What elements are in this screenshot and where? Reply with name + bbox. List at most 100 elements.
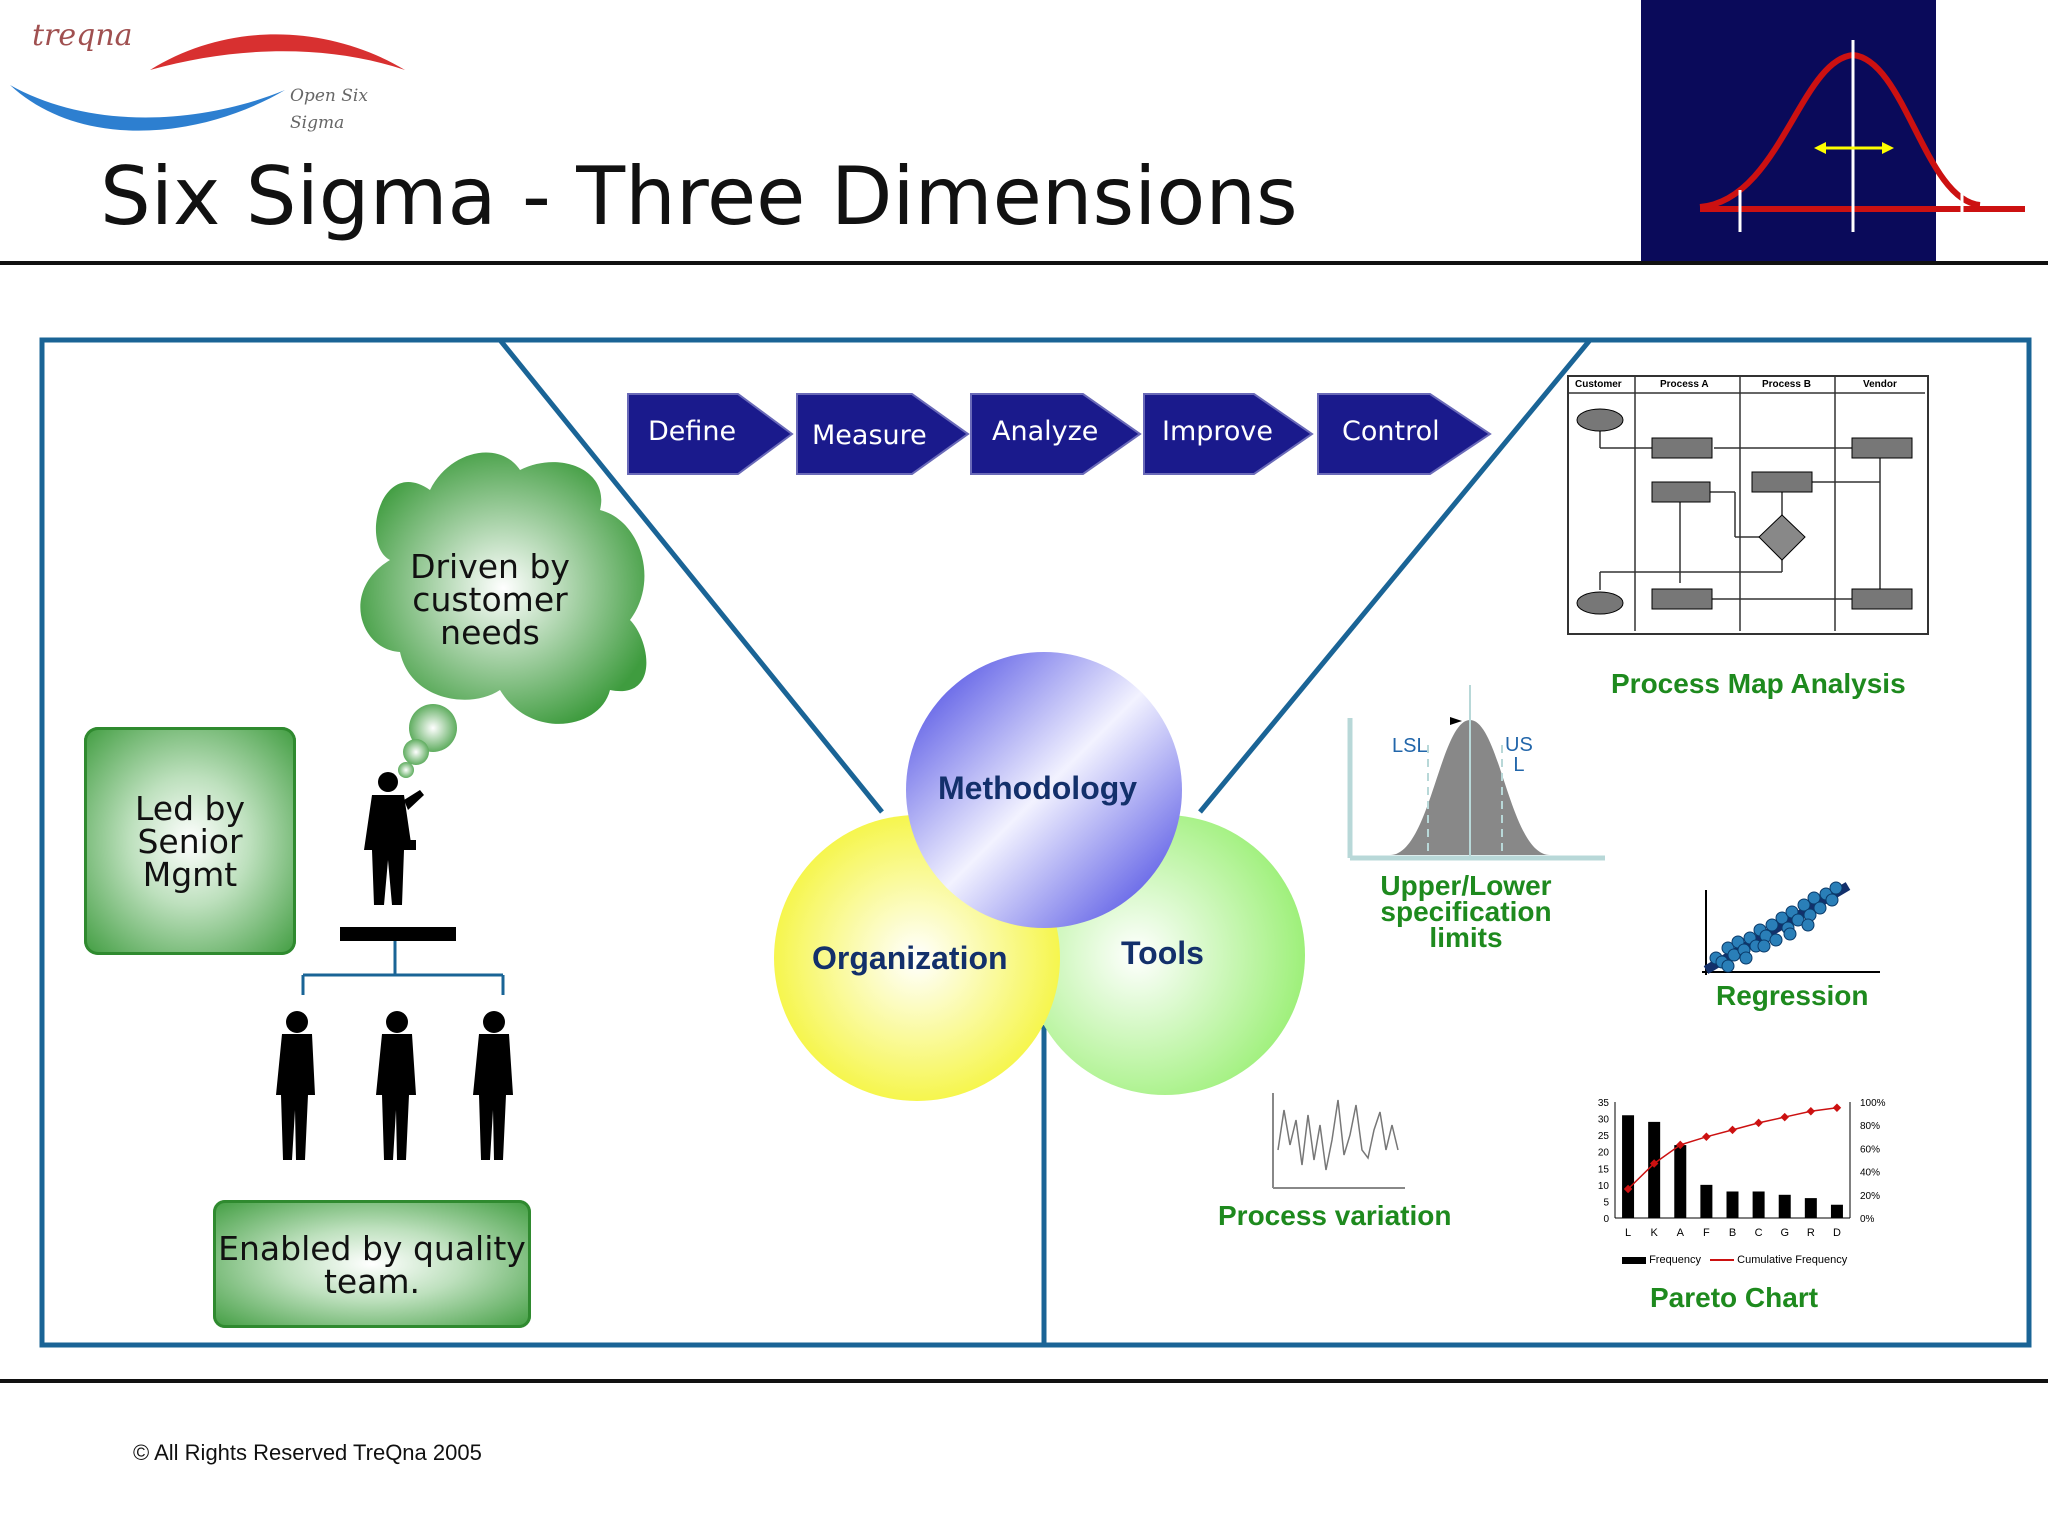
logo-tagline-2: Sigma [290,113,345,133]
pareto-y-tick: 0 [1603,1214,1609,1225]
pareto-bar [1726,1191,1739,1218]
enabled-by-box [213,1200,531,1328]
step-measure-shape [796,393,970,475]
legend-cumulative-swatch [1710,1259,1735,1262]
pareto-y-tick: 5 [1603,1197,1609,1208]
pareto-cumulative-point [1702,1132,1711,1142]
legend-frequency-swatch [1622,1256,1646,1264]
footer-rule [0,1379,2048,1383]
pareto-y2-tick: 0% [1860,1214,1875,1225]
pareto-cumulative-point [1649,1159,1659,1168]
spec-line-1: Upper/Lower [1380,870,1552,901]
led-line-3: Mgmt [142,855,238,894]
pareto-y-tick: 30 [1598,1115,1610,1126]
venn-diagram [774,652,1305,1101]
pareto-bar [1648,1121,1661,1218]
process-map-header-process-b: Process B [1762,379,1811,390]
org-tree-lines [301,941,505,995]
pareto-y2-tick: 60% [1860,1144,1880,1155]
pareto-bar [1674,1145,1687,1218]
pareto-y2-tick: 20% [1860,1191,1880,1202]
team-member-icon-1 [276,1011,315,1160]
process-variation-chart [1272,1093,1405,1189]
page-title: Six Sigma - Three Dimensions [100,150,1298,243]
team-member-icon-2 [376,1011,416,1160]
process-map-drawing [1567,377,1925,631]
regression-point [1769,933,1783,947]
logo-swoosh [10,34,405,131]
cloud-line-1: Driven by [410,547,570,586]
pareto-y2-tick: 100% [1860,1098,1886,1109]
regression-point [1765,918,1779,932]
spec-line-3: limits [1429,922,1503,953]
team-member-icon-3 [473,1011,513,1160]
lsl-label: LSL [1392,735,1428,757]
pareto-bar [1622,1115,1635,1218]
led-line-1: Led by [134,789,246,828]
process-variation-label: Process variation [1218,1200,1452,1231]
usl-label: US L [1505,735,1533,775]
regression-point [1775,911,1789,925]
logo: treqna Open Six Sigma [0,0,410,150]
pareto-cumulative-point [1728,1125,1737,1135]
dmaic-arrows [627,393,1492,475]
regression-point [1829,881,1843,895]
usl-line-2: L [1513,754,1525,776]
pareto-cumulative-point [1754,1118,1763,1128]
led-by-text: Led by Senior Mgmt [84,792,296,891]
pareto-bar [1804,1198,1817,1218]
thought-cloud [360,452,647,778]
regression-point [1813,901,1827,915]
pareto-bar [1830,1204,1843,1218]
enabled-line-1: Enabled by quality [218,1229,526,1268]
led-line-2: Senior [137,822,243,861]
legend-cumulative: Cumulative Frequency [1737,1254,1848,1266]
pareto-y-tick: 25 [1598,1131,1610,1142]
venn-methodology-label: Methodology [938,770,1138,806]
pareto-x-tick: F [1703,1227,1710,1239]
step-define: Define [648,416,737,447]
pareto-cumulative-point [1780,1112,1789,1122]
regression-point [1807,891,1821,905]
step-control: Control [1342,416,1440,447]
venn-methodology-circle [906,652,1182,928]
pareto-x-tick: L [1625,1227,1631,1239]
pareto-cumulative-point [1676,1140,1685,1150]
pareto-x-tick: A [1677,1227,1685,1239]
header-rule [0,261,2048,265]
cloud-text: Driven by customer needs [380,550,600,649]
pareto-y2-tick: 40% [1860,1168,1880,1179]
pareto-bar [1752,1191,1765,1218]
cloud-line-2: customer [412,580,568,619]
regression-point [1739,951,1753,965]
step-measure: Measure [812,420,927,451]
footer-copyright: © All Rights Reserved TreQna 2005 [133,1440,482,1465]
pareto-y2-tick: 80% [1860,1121,1880,1132]
process-map-header-customer: Customer [1575,379,1622,390]
usl-line-1: US [1505,734,1533,756]
spec-limits-label: Upper/Lower specification limits [1366,870,1566,953]
speaker-icon [340,772,456,941]
pareto-cumulative-point [1806,1107,1816,1116]
logo-brand: treqna [32,18,133,53]
process-map-label: Process Map Analysis [1611,668,1906,699]
spec-line-2: specification [1380,896,1552,927]
legend-frequency: Frequency [1649,1254,1702,1266]
frame-lines [39,337,2032,1348]
venn-organization-label: Organization [812,940,1008,976]
venn-tools-label: Tools [1121,935,1204,971]
regression-scatter [1702,881,1880,975]
pareto-bar [1778,1194,1791,1218]
step-control-shape [1317,393,1492,475]
regression-point [1757,939,1771,953]
regression-point [1801,918,1815,932]
process-map-header-vendor: Vendor [1863,379,1897,390]
pareto-y-tick: 35 [1598,1098,1610,1109]
spec-limits-chart [1347,685,1605,861]
enabled-line-2: team. [323,1262,421,1301]
led-by-box [84,727,296,955]
bell-curve-icon [1699,40,2025,232]
enabled-by-text: Enabled by quality team. [213,1232,531,1298]
pareto-bar [1700,1184,1713,1218]
